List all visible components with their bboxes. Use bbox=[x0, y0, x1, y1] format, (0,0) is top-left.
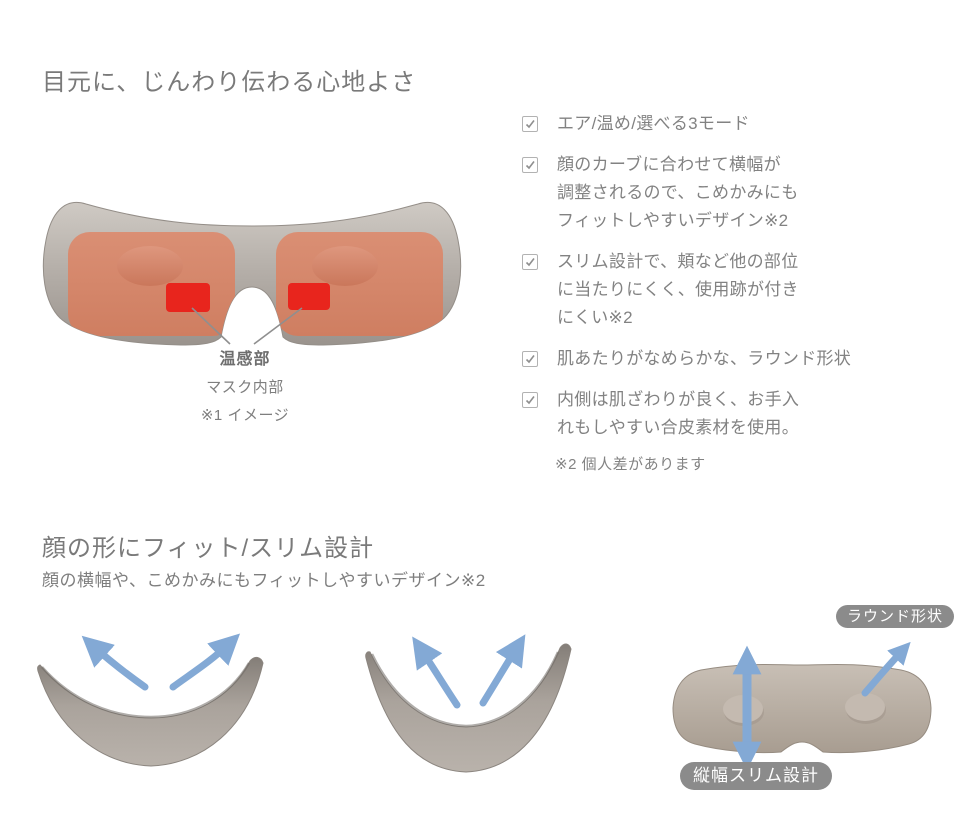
front-bump-right bbox=[845, 693, 885, 721]
mask-top-view-flat-image bbox=[37, 633, 264, 767]
checkbox-checked-icon bbox=[522, 157, 538, 173]
curved-arrow-right-icon bbox=[479, 634, 526, 707]
section-comfort-title: 目元に、じんわり伝わる心地よさ bbox=[42, 69, 417, 96]
curved-arrow-left-icon bbox=[81, 635, 149, 691]
curved-arrow-to-badge-icon bbox=[861, 641, 911, 697]
check-item-text: スリム設計で、頬など他の部位 に当たりにくく、使用跡が付き にくい※2 bbox=[557, 252, 799, 327]
section-fit-subtitle: 顔の横幅や、こめかみにもフィットしやすいデザイン※2 bbox=[42, 571, 486, 590]
check-item-text: 肌あたりがなめらかな、ラウンド形状 bbox=[557, 349, 852, 368]
checkbox-checked-icon bbox=[522, 351, 538, 367]
check-item-text: 顔のカーブに合わせて横幅が 調整されるので、こめかみにも フィットしやすいデザイ… bbox=[557, 155, 799, 230]
heat-zone-right bbox=[288, 283, 330, 310]
list-item: スリム設計で、頬など他の部位 に当たりにくく、使用跡が付き にくい※2 bbox=[522, 248, 962, 332]
list-item: 顔のカーブに合わせて横幅が 調整されるので、こめかみにも フィットしやすいデザイ… bbox=[522, 151, 962, 235]
heat-zone-label: 温感部 bbox=[219, 351, 271, 368]
mask-figure-caption: 温感部 マスク内部 ※1 イメージ bbox=[120, 345, 370, 425]
checkbox-checked-icon bbox=[522, 392, 538, 408]
checkbox-checked-icon bbox=[522, 254, 538, 270]
checkbox-checked-icon bbox=[522, 116, 538, 132]
list-item: エア/温め/選べる3モード bbox=[522, 110, 962, 138]
image-note-label: ※1 イメージ bbox=[200, 407, 290, 424]
check-item-text: 内側は肌ざわりが良く、お手入 れもしやすい合皮素材を使用。 bbox=[557, 390, 800, 437]
slim-height-badge: 縦幅スリム設計 bbox=[680, 762, 832, 790]
section-fit-title: 顔の形にフィット/スリム設計 bbox=[42, 535, 375, 562]
pad-bump-left bbox=[117, 246, 183, 286]
list-item: 肌あたりがなめらかな、ラウンド形状 bbox=[522, 345, 962, 373]
eye-mask-inner-view-image bbox=[42, 202, 462, 346]
round-shape-badge: ラウンド形状 bbox=[836, 605, 955, 628]
mask-crescent-shape bbox=[365, 643, 572, 773]
pointer-line-right bbox=[253, 307, 303, 345]
mask-inner-edge-highlight bbox=[41, 662, 251, 719]
list-item: 内側は肌ざわりが良く、お手入 れもしやすい合皮素材を使用。 bbox=[522, 386, 962, 442]
curved-arrow-left-icon bbox=[412, 636, 461, 709]
feature-checklist: エア/温め/選べる3モード 顔のカーブに合わせて横幅が 調整されるので、こめかみ… bbox=[522, 110, 962, 442]
mask-crescent-shape bbox=[37, 656, 264, 767]
mask-front-shape bbox=[672, 663, 932, 754]
mask-front-view-image bbox=[672, 641, 932, 770]
individual-difference-footnote: ※2 個人差があります bbox=[555, 456, 706, 473]
curved-arrow-right-icon bbox=[169, 633, 241, 691]
mask-inside-label: マスク内部 bbox=[206, 379, 284, 396]
heat-zone-left bbox=[166, 283, 210, 312]
mask-inner-edge-highlight bbox=[370, 651, 560, 728]
mask-top-view-flexed-image bbox=[365, 634, 572, 773]
check-item-text: エア/温め/選べる3モード bbox=[557, 114, 750, 133]
pad-bump-right bbox=[312, 246, 378, 286]
pointer-line-left bbox=[191, 307, 231, 345]
